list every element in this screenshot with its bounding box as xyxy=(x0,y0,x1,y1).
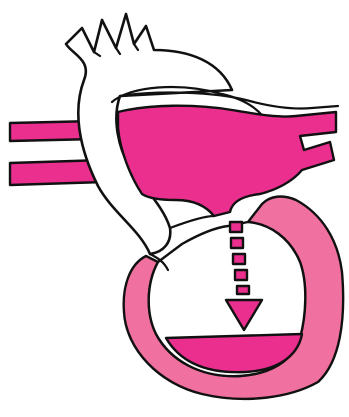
arrow-dash-1 xyxy=(230,222,242,232)
arrow-dash-2 xyxy=(231,238,243,248)
arrow-dash-5 xyxy=(237,286,249,294)
arrow-dash-3 xyxy=(233,254,245,264)
left-atrium xyxy=(118,93,338,216)
arrow-dash-4 xyxy=(235,270,247,280)
